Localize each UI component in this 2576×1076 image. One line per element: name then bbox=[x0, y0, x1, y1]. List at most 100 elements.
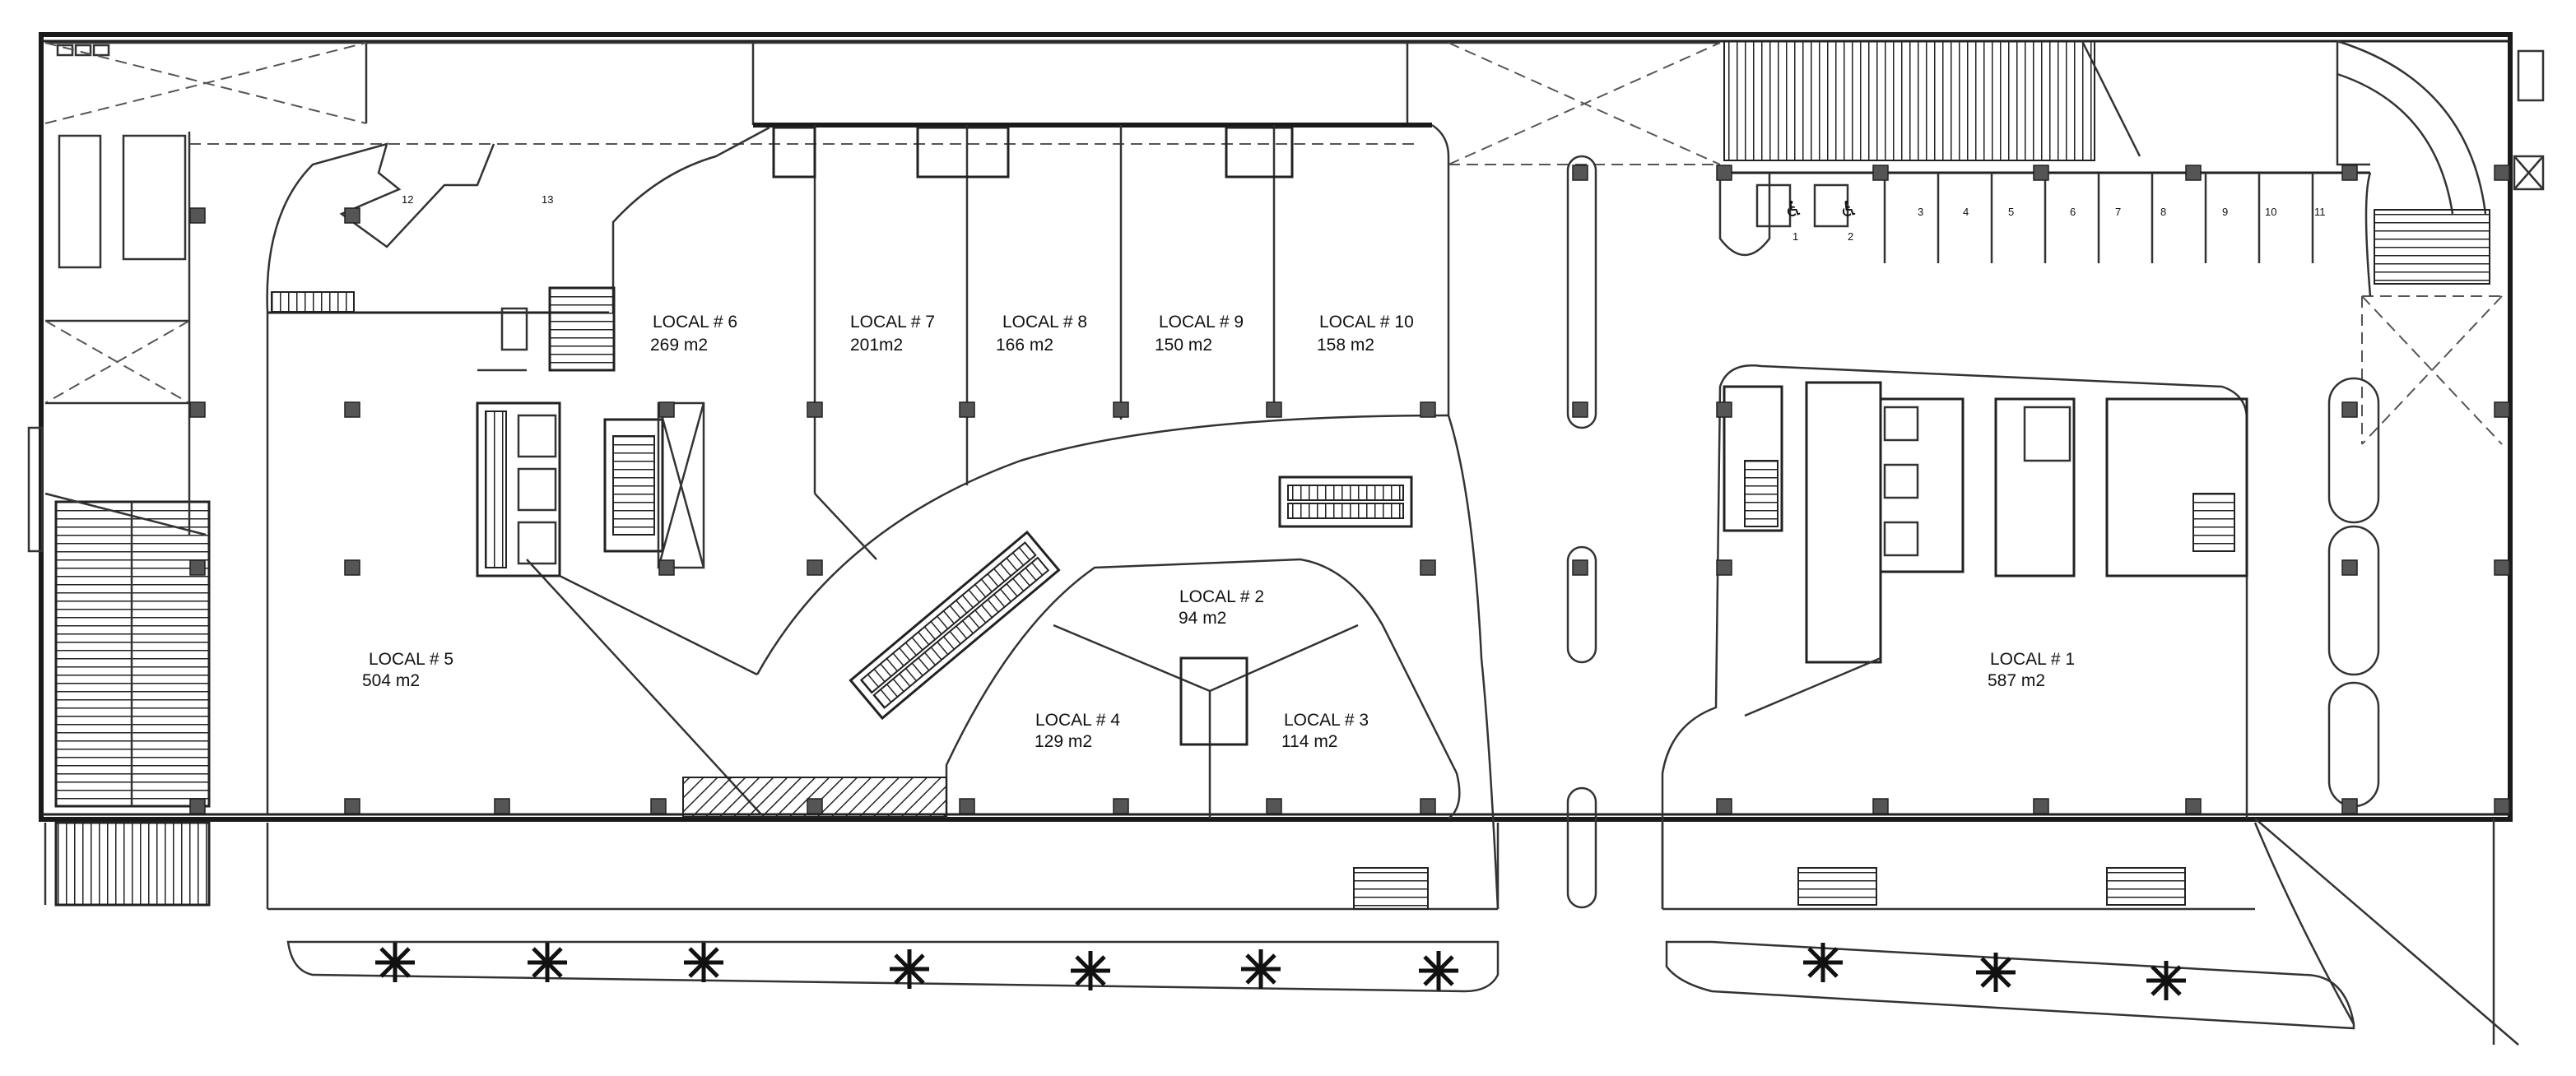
parking-number: 11 bbox=[2314, 206, 2326, 218]
structural-column bbox=[2033, 165, 2049, 181]
local-10-name: LOCAL # 10 bbox=[1319, 313, 1414, 332]
local-10-area-label: 158 m2 bbox=[1317, 336, 1374, 355]
parking-stalls bbox=[1718, 39, 2545, 808]
local-7-area-label: 201m2 bbox=[850, 336, 903, 355]
local-9-name: LOCAL # 9 bbox=[1159, 313, 1244, 332]
escalators bbox=[849, 475, 1413, 721]
accessible-icon: ♿ bbox=[1839, 197, 1858, 222]
local-1-name: LOCAL # 1 bbox=[1990, 650, 2075, 669]
structural-column bbox=[1872, 165, 1889, 181]
structural-column bbox=[344, 798, 360, 814]
parking-number: 7 bbox=[2115, 206, 2121, 218]
structural-column bbox=[658, 401, 675, 418]
structural-column bbox=[494, 798, 510, 814]
structural-column bbox=[1716, 401, 1732, 418]
local-5-area-label: 504 m2 bbox=[362, 671, 420, 690]
parking-number: 9 bbox=[2222, 206, 2228, 218]
structural-column bbox=[1266, 401, 1282, 418]
local-7-name: LOCAL # 7 bbox=[850, 313, 935, 332]
local-6-name: LOCAL # 6 bbox=[653, 313, 737, 332]
local-6-area bbox=[476, 126, 770, 676]
structural-column bbox=[807, 798, 823, 814]
structural-column bbox=[344, 207, 360, 224]
palm-tree-icon bbox=[1071, 951, 1110, 990]
local-3-name: LOCAL # 3 bbox=[1284, 711, 1369, 730]
column-grid bbox=[189, 165, 2510, 814]
structural-column bbox=[2341, 401, 2358, 418]
structural-column bbox=[1113, 798, 1129, 814]
structural-column bbox=[189, 798, 206, 814]
upper-stores bbox=[756, 123, 1500, 910]
building-outline bbox=[39, 32, 2513, 822]
structural-column bbox=[658, 559, 675, 576]
palm-tree-icon bbox=[1976, 953, 2016, 992]
parking-number: 5 bbox=[2008, 206, 2014, 218]
palm-tree-icon bbox=[2146, 961, 2186, 1000]
structural-column bbox=[2033, 798, 2049, 814]
local-5-name: LOCAL # 5 bbox=[369, 650, 453, 669]
structural-column bbox=[2494, 559, 2510, 576]
ramp-markings bbox=[44, 41, 2503, 445]
palm-tree-icon bbox=[684, 943, 723, 982]
structural-column bbox=[1716, 798, 1732, 814]
structural-column bbox=[344, 401, 360, 418]
parking-number: 3 bbox=[1918, 206, 1923, 218]
palm-trees bbox=[375, 943, 2186, 1000]
structural-column bbox=[2494, 165, 2510, 181]
parking-number: 4 bbox=[1963, 206, 1969, 218]
structural-column bbox=[189, 559, 206, 576]
local-5-area bbox=[266, 142, 1498, 911]
local-4-name: LOCAL # 4 bbox=[1035, 711, 1120, 730]
structural-column bbox=[2494, 798, 2510, 814]
parking-number: 8 bbox=[2160, 206, 2166, 218]
parking-number: 10 bbox=[2265, 206, 2276, 218]
local-4-area-label: 129 m2 bbox=[1035, 732, 1092, 751]
island-stores bbox=[682, 558, 1461, 819]
planters bbox=[286, 822, 2355, 1030]
local-3-area-label: 114 m2 bbox=[1281, 732, 1338, 751]
structural-column bbox=[189, 207, 206, 224]
parking-number: 12 bbox=[402, 193, 413, 206]
left-stair bbox=[27, 132, 211, 907]
palm-tree-icon bbox=[890, 949, 929, 989]
structural-column bbox=[1420, 559, 1436, 576]
local-1-area bbox=[1661, 364, 2519, 1046]
structural-column bbox=[807, 401, 823, 418]
structural-column bbox=[2341, 798, 2358, 814]
structural-column bbox=[959, 401, 975, 418]
parking-number: 2 bbox=[1848, 230, 1853, 243]
structural-column bbox=[959, 798, 975, 814]
structural-column bbox=[1266, 798, 1282, 814]
parking-numbers: ♿ ♿ 1 2 3 4 5 6 7 8 9 10 11 12 13 bbox=[402, 193, 2326, 243]
structural-column bbox=[807, 559, 823, 576]
upper-strip bbox=[366, 41, 1432, 128]
local-8-area-label: 166 m2 bbox=[996, 336, 1053, 355]
structural-column bbox=[1872, 798, 1889, 814]
local-2-area-label: 94 m2 bbox=[1179, 609, 1226, 628]
parking-number: 13 bbox=[542, 193, 553, 206]
bollards bbox=[1566, 155, 1597, 909]
structural-column bbox=[2185, 798, 2202, 814]
structural-column bbox=[2341, 559, 2358, 576]
structural-column bbox=[1420, 401, 1436, 418]
palm-tree-icon bbox=[1419, 951, 1458, 990]
local-1-area-label: 587 m2 bbox=[1988, 671, 2045, 690]
structural-column bbox=[2341, 165, 2358, 181]
local-2-name: LOCAL # 2 bbox=[1179, 587, 1264, 606]
structural-column bbox=[1572, 401, 1588, 418]
structural-column bbox=[1716, 165, 1732, 181]
structural-column bbox=[2494, 401, 2510, 418]
structural-column bbox=[1716, 559, 1732, 576]
local-8-name: LOCAL # 8 bbox=[1002, 313, 1087, 332]
palm-tree-icon bbox=[1803, 943, 1843, 982]
palm-tree-icon bbox=[375, 943, 415, 982]
parking-number: 6 bbox=[2070, 206, 2076, 218]
structural-column bbox=[1572, 165, 1588, 181]
structural-column bbox=[189, 401, 206, 418]
store-labels: LOCAL # 5 504 m2 LOCAL # 6 269 m2 LOCAL … bbox=[362, 313, 2075, 751]
structural-column bbox=[650, 798, 667, 814]
local-6-area-label: 269 m2 bbox=[650, 336, 708, 355]
local-9-area-label: 150 m2 bbox=[1155, 336, 1212, 355]
structural-column bbox=[1113, 401, 1129, 418]
